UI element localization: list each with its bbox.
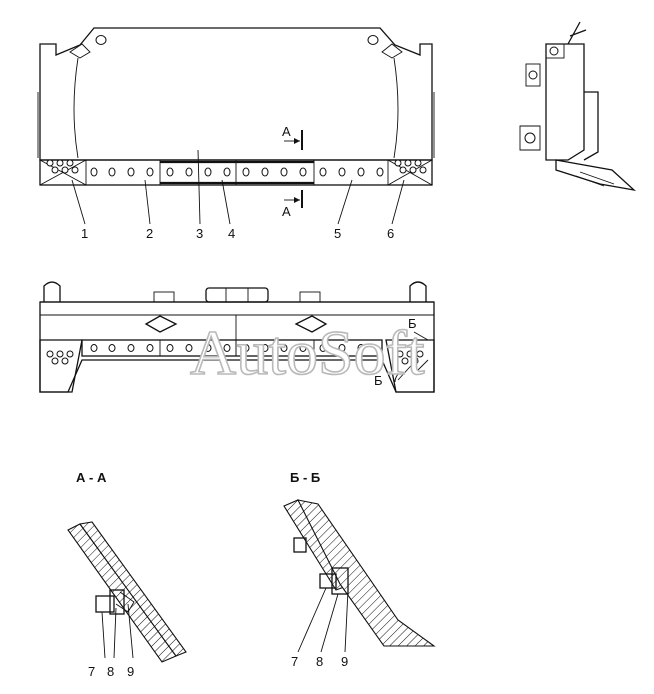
rear-edge-holes [90, 344, 365, 352]
rear-view: Б Б 7 [39, 281, 435, 393]
section-marker-b-upper: Б [408, 316, 417, 331]
callout-3: 3 [196, 226, 203, 241]
callout-6: 6 [387, 226, 394, 241]
callout-7-middle: 7 [392, 370, 399, 385]
callout-5: 5 [334, 226, 341, 241]
corner-bit-holes-left [46, 159, 79, 174]
callout-bb-9: 9 [341, 654, 348, 669]
callout-4: 4 [228, 226, 235, 241]
callout-aa-9: 9 [127, 664, 134, 679]
front-view-top: А А 1 2 3 4 5 6 [37, 27, 435, 241]
section-marker-b-lower: Б [374, 373, 383, 388]
section-title-bb: Б - Б [290, 470, 320, 485]
side-view [519, 21, 637, 192]
section-title-aa: А - А [76, 470, 107, 485]
callout-aa-8: 8 [107, 664, 114, 679]
section-a-a: А - А 7 8 9 [67, 470, 187, 679]
callout-2: 2 [146, 226, 153, 241]
corner-bit-holes-right [394, 159, 427, 174]
callout-1: 1 [81, 226, 88, 241]
section-b-b: Б - Б 7 8 9 [283, 470, 436, 669]
section-marker-a-upper: А [282, 124, 291, 139]
callout-bb-7: 7 [291, 654, 298, 669]
watermark: AutoSoft [190, 317, 425, 388]
callout-bb-8: 8 [316, 654, 323, 669]
cutting-edge-bolt-holes [90, 167, 384, 177]
callout-aa-7: 7 [88, 664, 95, 679]
rear-corner-holes [46, 350, 424, 365]
section-marker-a-lower: А [282, 204, 291, 219]
